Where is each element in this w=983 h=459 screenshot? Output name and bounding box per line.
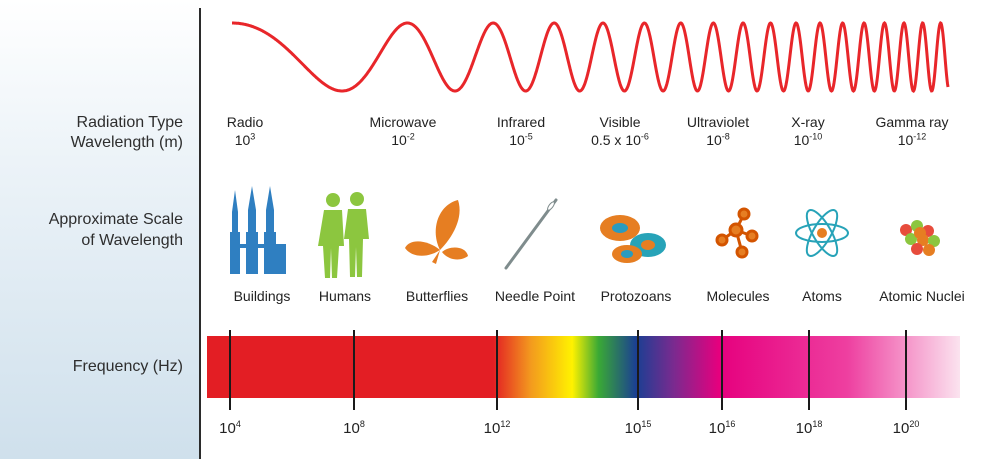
protozoa-icon xyxy=(600,215,666,263)
radiation-name: Gamma ray xyxy=(875,114,949,130)
scale-label-molecules: Molecules xyxy=(706,288,770,304)
frequency-tick-label: 1020 xyxy=(892,419,920,438)
scale-label-humans: Humans xyxy=(318,288,372,304)
radiation-name: Ultraviolet xyxy=(686,114,750,130)
radiation-name: Infrared xyxy=(496,114,546,130)
frequency-spectrum-bar xyxy=(207,336,960,398)
scale-label-buildings: Buildings xyxy=(233,288,291,304)
scale-label-line1: Approximate Scale xyxy=(48,211,183,228)
buildings-icon xyxy=(230,186,286,274)
radiation-wavelength: 10-10 xyxy=(793,131,823,148)
nucleus-icon xyxy=(900,220,940,256)
frequency-tick-label: 108 xyxy=(343,419,365,438)
radiation-infrared: Infrared 10-5 xyxy=(461,113,581,149)
wavelength-label: Wavelength (m) xyxy=(70,134,183,151)
scale-label-atomic-nuclei: Atomic Nuclei xyxy=(879,288,965,304)
radiation-microwave: Microwave 10-2 xyxy=(343,113,463,149)
wave-path xyxy=(232,20,950,93)
panel-divider xyxy=(199,8,201,459)
frequency-tick-label: 104 xyxy=(219,419,241,438)
frequency-tick-label: 1012 xyxy=(483,419,511,438)
atom-icon xyxy=(795,209,849,257)
scale-label-protozoans: Protozoans xyxy=(600,288,672,304)
radiation-name: X-ray xyxy=(791,114,825,130)
radiation-visible: Visible 0.5 x 10-6 xyxy=(560,113,680,149)
frequency-tick-label: 1018 xyxy=(795,419,823,438)
butterfly-icon xyxy=(405,200,468,264)
scale-label-needle-point: Needle Point xyxy=(494,288,576,304)
radiation-radio: Radio 103 xyxy=(185,113,305,149)
radiation-name: Radio xyxy=(226,114,264,130)
row-label-panel xyxy=(0,0,199,459)
radiation-name: Visible xyxy=(599,114,641,130)
radiation-type-label: Radiation Type xyxy=(76,114,183,131)
scale-label-line2: of Wavelength xyxy=(81,232,183,249)
molecule-icon xyxy=(715,207,759,259)
radiation-wavelength: 10-5 xyxy=(509,131,533,148)
radiation-xray: X-ray 10-10 xyxy=(748,113,868,149)
radiation-wavelength: 10-12 xyxy=(897,131,927,148)
scale-label-atoms: Atoms xyxy=(802,288,842,304)
radiation-ultraviolet: Ultraviolet 10-8 xyxy=(658,113,778,149)
radiation-gamma: Gamma ray 10-12 xyxy=(852,113,972,149)
radiation-wavelength: 10-2 xyxy=(391,131,415,148)
radiation-wavelength: 0.5 x 10-6 xyxy=(591,131,649,148)
scale-label-butterflies: Butterflies xyxy=(405,288,469,304)
radiation-name: Microwave xyxy=(369,114,437,130)
radiation-wavelength: 103 xyxy=(234,131,256,148)
radiation-wavelength: 10-8 xyxy=(706,131,730,148)
humans-icon xyxy=(318,192,369,278)
needle-icon xyxy=(504,198,558,270)
frequency-tick-label: 1016 xyxy=(708,419,736,438)
frequency-label: Frequency (Hz) xyxy=(72,358,183,375)
frequency-tick-label: 1015 xyxy=(624,419,652,438)
